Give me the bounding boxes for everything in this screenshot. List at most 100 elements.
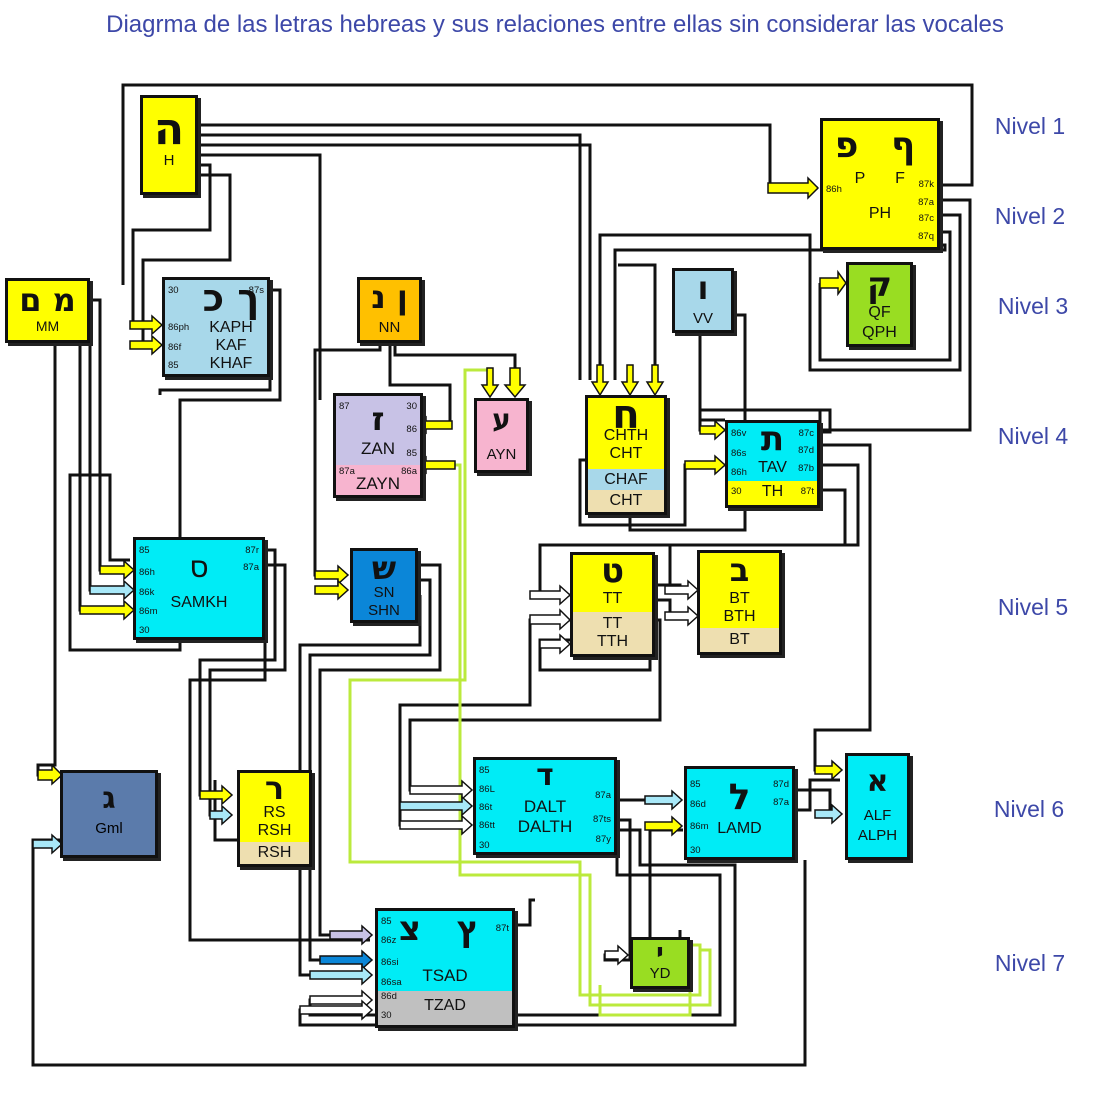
wire <box>318 563 442 937</box>
letter-name: TT <box>602 590 623 607</box>
letter-name: MM <box>35 318 60 334</box>
port-label: 86L <box>479 784 495 795</box>
port-label: 86h <box>826 184 842 195</box>
hebrew-letter: י <box>656 940 664 968</box>
letter-box-vv: ו VV <box>672 268 734 333</box>
letter-name: SAMKH <box>170 594 228 611</box>
hebrew-letter: ד <box>536 760 554 793</box>
letter-name: QPH <box>862 324 897 341</box>
port-label: 30 <box>731 486 742 497</box>
arrow-icon <box>99 559 136 581</box>
letter-name: KAPH <box>209 319 253 336</box>
letter-name: BTH <box>723 608 756 625</box>
letter-box-ayn: ע AYN <box>474 398 529 473</box>
port-label: 87r <box>245 545 259 556</box>
port-label: 86m <box>690 821 709 832</box>
letter-name: RSH <box>257 822 292 839</box>
port-label: 85 <box>479 765 490 776</box>
port-label: 30 <box>690 845 701 856</box>
port-label: 86sa <box>381 977 402 988</box>
letter-name: QF <box>868 304 891 321</box>
port-label: 30 <box>406 401 417 412</box>
port-label: 87t <box>800 486 814 497</box>
port-label: 87t <box>495 923 509 934</box>
wire <box>158 375 272 395</box>
port-label: 87a <box>595 790 611 801</box>
hebrew-letter: ך כ <box>202 280 260 320</box>
letter-name-bottom: BT <box>700 628 779 652</box>
arrow-icon <box>314 564 350 586</box>
port-label: 30 <box>139 625 150 636</box>
hebrew-letter: ן נ <box>371 280 408 316</box>
level-label-7: Nivel 7 <box>994 950 1066 976</box>
letter-box-ph: 86h 87k 87a 87c 87q ף פ P F PH <box>820 118 940 250</box>
hebrew-letter: ח <box>612 398 640 438</box>
arrow-icon <box>314 579 350 601</box>
wire <box>198 143 592 380</box>
port-label: 87d <box>798 445 814 456</box>
letter-name: ALF <box>863 807 892 824</box>
port-label: 87a <box>773 797 789 808</box>
letter-name: VV <box>692 310 713 327</box>
hebrew-letter: ל <box>728 777 751 818</box>
letter-name: SHN <box>368 602 400 619</box>
letter-name-bottom: TTH <box>596 633 629 650</box>
port-label: 86s <box>731 448 747 459</box>
arrow-icon <box>664 579 700 601</box>
diagram-title: Diagrma de las letras hebreas y sus rela… <box>106 11 1004 38</box>
letter-box-samkh: 85 87r 87a 86h 86k 86m 30 ס SAMKH <box>133 537 265 640</box>
port-label: 86d <box>381 991 397 1002</box>
hebrew-letter: ב <box>729 553 750 589</box>
hebrew-letter: ע <box>492 403 511 436</box>
port-label: 87c <box>918 213 934 224</box>
hebrew-letter: ק <box>866 265 893 305</box>
port-label: 87a <box>918 197 934 208</box>
arrow-icon <box>79 599 136 621</box>
port-label: 87 <box>339 401 350 412</box>
arrow-icon <box>814 759 844 781</box>
hebrew-letter: ט <box>600 555 625 591</box>
port-label: 86d <box>690 799 706 810</box>
port-label: 86tt <box>479 820 495 831</box>
letter-name-bottom: CHAF <box>588 468 664 491</box>
letter-box-tsad: 85 86z 86si 86sa 87t ץ צ TSAD 86d 30 TZA… <box>375 908 515 1028</box>
arrow-icon <box>89 579 136 601</box>
port-label: 85 <box>381 916 392 927</box>
arrow-icon <box>539 633 572 655</box>
letter-name: KAF <box>215 337 247 354</box>
arrow-icon <box>199 784 234 806</box>
hebrew-letter: ג <box>102 781 116 816</box>
wire <box>795 778 840 812</box>
port-label: 87c <box>798 428 814 439</box>
arrow-icon <box>604 944 630 966</box>
arrow-icon <box>329 924 374 946</box>
letter-name: DALTH <box>517 817 573 836</box>
port-label: 87a <box>339 466 355 477</box>
letter-name: CHTH <box>603 427 649 444</box>
letter-name: F <box>895 170 905 187</box>
wire <box>308 578 432 962</box>
level-label-1: Nivel 1 <box>994 113 1066 139</box>
letter-box-rs: ר RS RSH RSH <box>237 770 312 867</box>
letter-name: AYN <box>486 446 517 463</box>
arrow-icon <box>399 795 474 817</box>
port-label: 87y <box>595 834 611 845</box>
port-label: 30 <box>168 285 179 296</box>
wire <box>198 153 322 400</box>
port-label: 86a <box>401 466 417 477</box>
hebrew-letter: מ ם <box>19 281 76 319</box>
letter-name: TAV <box>758 459 787 476</box>
arrow-icon <box>299 999 374 1021</box>
port-label: 86 <box>406 424 417 435</box>
letter-box-lamd: 85 86d 86m 30 87d 87a ל LAMD <box>684 766 795 860</box>
wire <box>813 443 872 772</box>
arrow-icon <box>417 455 456 475</box>
port-label: 86ph <box>168 322 190 333</box>
wire <box>121 83 974 285</box>
arrow-icon <box>814 803 844 825</box>
letter-name: YD <box>649 965 671 982</box>
arrow-icon <box>644 815 684 837</box>
arrow-icon <box>819 269 847 297</box>
letter-name-bottom: TH <box>761 483 784 500</box>
arrow-icon <box>620 364 640 397</box>
